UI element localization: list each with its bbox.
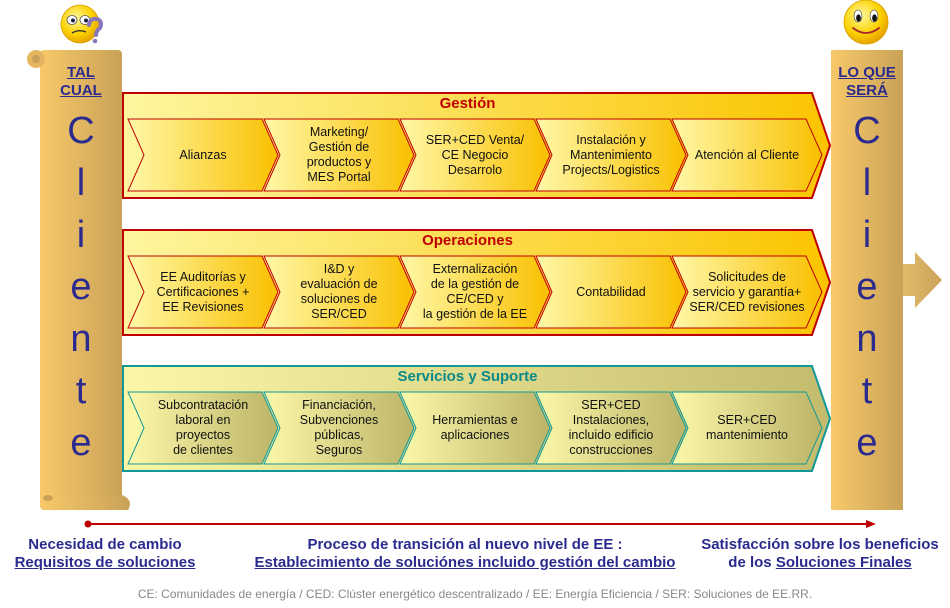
left-pillar-title-line1: TAL	[66, 64, 96, 81]
footer-center-line1: Proceso de transición al nuevo nivel de …	[307, 536, 623, 553]
footer-right-line1: Satisfacción sobre los beneficios	[701, 536, 939, 553]
footer-left-line1: Necesidad de cambio	[28, 536, 182, 553]
right-pillar-letter: i	[862, 214, 872, 256]
step-label: SER+CED mantenimiento	[706, 413, 788, 442]
left-client-pillar	[27, 50, 130, 510]
step-label: EE Auditorías y Certificaciones + EE Rev…	[156, 269, 250, 314]
step-label: Atención al Cliente	[694, 147, 800, 162]
left-pillar-letter: i	[76, 214, 86, 256]
step-label: Alianzas	[179, 147, 227, 162]
band-2	[122, 365, 832, 472]
step-label: Contabilidad	[576, 284, 646, 299]
left-pillar-letter: t	[75, 370, 87, 412]
left-pillar-letter: e	[70, 422, 92, 464]
right-pillar-letter: l	[862, 162, 872, 204]
confused-face-icon	[60, 4, 103, 44]
right-pillar-title-line1: LO QUE	[838, 64, 896, 81]
step-chevron	[671, 255, 823, 329]
left-pillar-letter: C	[67, 110, 95, 152]
step-label: SER+CED Instalaciones, incluido edificio…	[568, 398, 654, 457]
step-label: Solicitudes de servicio y garantía+ SER/…	[689, 269, 805, 314]
right-client-pillar	[831, 50, 903, 510]
step-chevron	[127, 391, 279, 465]
footer-right: Satisfacción sobre los beneficios de los…	[690, 536, 950, 572]
step-chevron	[671, 118, 823, 192]
band-title: Servicios y Suporte	[397, 368, 538, 385]
smiley-face-icon	[843, 0, 889, 45]
left-pillar-title-line2: CUAL	[60, 82, 102, 99]
step-label: Herramientas e aplicaciones	[432, 413, 518, 442]
footer-center: Proceso de transición al nuevo nivel de …	[240, 536, 690, 572]
step-chevron	[127, 118, 279, 192]
step-chevron	[535, 391, 687, 465]
step-label: Externalización de la gestión de CE/CED …	[422, 262, 528, 321]
right-pillar-letter: n	[856, 318, 878, 360]
step-label: Marketing/ Gestión de productos y MES Po…	[306, 125, 372, 184]
band-0	[122, 92, 832, 199]
step-label: I&D y evaluación de soluciones de SER/CE…	[300, 262, 378, 321]
footer-left-line2: Requisitos de soluciones	[14, 554, 196, 571]
step-label: SER+CED Venta/ CE Negocio Desarrolo	[425, 132, 525, 177]
left-pillar-letter: l	[76, 162, 86, 204]
step-label: Subcontratación laboral en proyectos de …	[157, 398, 249, 457]
right-pillar-letter: e	[856, 266, 878, 308]
left-pillar-letter: n	[70, 318, 92, 360]
left-pillar-letter: e	[70, 266, 92, 308]
band-1	[122, 229, 832, 336]
step-chevron	[535, 118, 687, 192]
step-chevron	[399, 391, 551, 465]
step-label: Instalación y Mantenimiento Projects/Log…	[562, 132, 660, 177]
timeline-arrow	[84, 520, 876, 528]
step-chevron	[399, 118, 551, 192]
footer-left: Necesidad de cambio Requisitos de soluci…	[0, 536, 210, 572]
step-chevron	[263, 391, 415, 465]
step-chevron	[263, 255, 415, 329]
step-chevron	[127, 255, 279, 329]
footer-center-line2: Establecimiento de soluciónes incluido g…	[254, 554, 676, 571]
right-pillar-letter: C	[853, 110, 881, 152]
footer-right-line2-link: Soluciones Finales	[775, 554, 912, 571]
right-pillar-title-line2: SERÁ	[846, 82, 888, 99]
band-title: Gestión	[439, 95, 496, 112]
right-arrow-icon	[903, 252, 942, 308]
step-chevron	[671, 391, 823, 465]
left-pillar-title: TAL CUAL	[41, 64, 121, 100]
step-chevron	[399, 255, 551, 329]
step-label: Financiación, Subvenciones públicas, Seg…	[299, 398, 379, 457]
right-pillar-letter: t	[861, 370, 873, 412]
step-chevron	[535, 255, 687, 329]
step-chevron	[263, 118, 415, 192]
abbreviations-note: CE: Comunidades de energía / CED: Clúste…	[137, 587, 813, 601]
right-pillar-letter: e	[856, 422, 878, 464]
right-pillar-title: LO QUE SERÁ	[827, 64, 907, 100]
footer-right-line2-prefix: de los	[728, 554, 776, 571]
band-title: Operaciones	[422, 232, 513, 249]
